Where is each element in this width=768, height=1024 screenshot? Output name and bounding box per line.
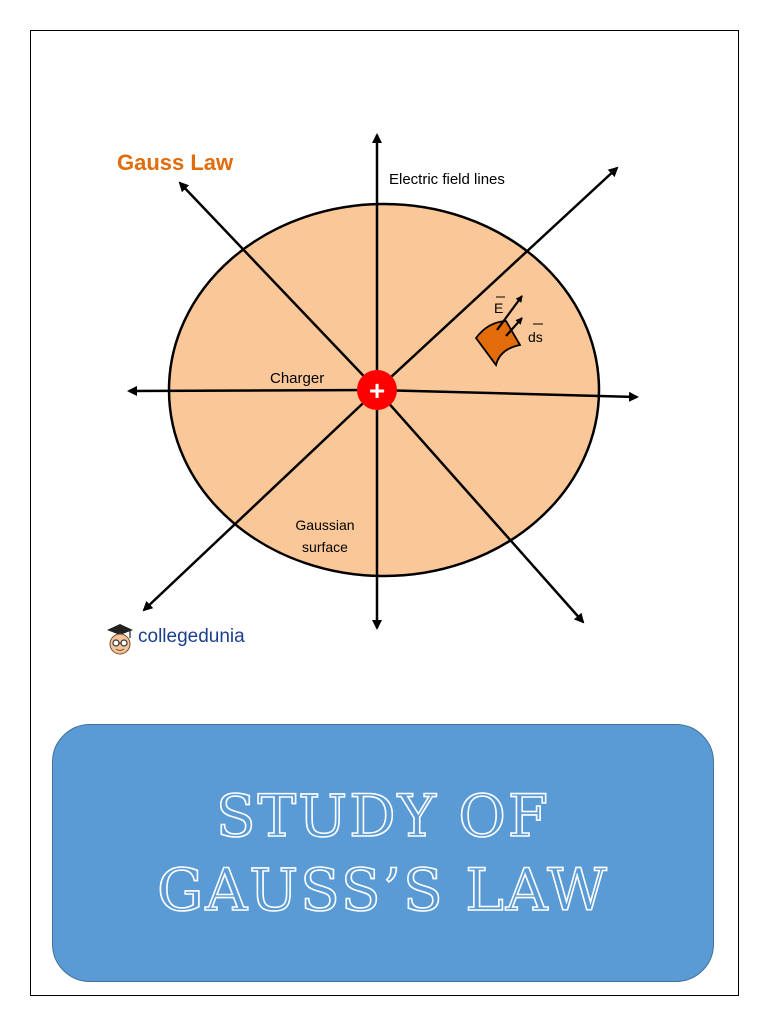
field-line-left: [127, 385, 378, 396]
vector-e-label: E: [494, 300, 503, 316]
electric-field-lines: [127, 133, 639, 630]
banner-title: Study of Gauss’s Law: [156, 781, 609, 925]
page-frame: [30, 30, 739, 996]
charge-symbol: +: [369, 375, 385, 406]
point-charge: [357, 370, 397, 410]
collegedunia-logo: collegedunia: [103, 620, 303, 660]
logo-text: collegedunia: [138, 626, 245, 647]
vector-ds-arrow: [505, 317, 523, 337]
surface-label-line1: Gaussian: [295, 517, 354, 533]
field-line-up-left: [178, 181, 378, 391]
diagram-title: Gauss Law: [117, 150, 234, 175]
field-line-up-right: [376, 166, 619, 391]
vector-e-arrow: [496, 295, 523, 331]
vector-ds-label: ds: [528, 329, 543, 345]
student-mascot-icon: [107, 624, 133, 655]
field-line-down-right: [376, 389, 585, 624]
field-lines-label: Electric field lines: [389, 171, 505, 188]
title-banner: Study of Gauss’s Law: [52, 724, 714, 982]
surface-label-line2: surface: [302, 539, 348, 555]
field-line-right: [376, 388, 639, 402]
field-line-down-left: [142, 389, 378, 612]
charge-label: Charger: [270, 370, 324, 387]
